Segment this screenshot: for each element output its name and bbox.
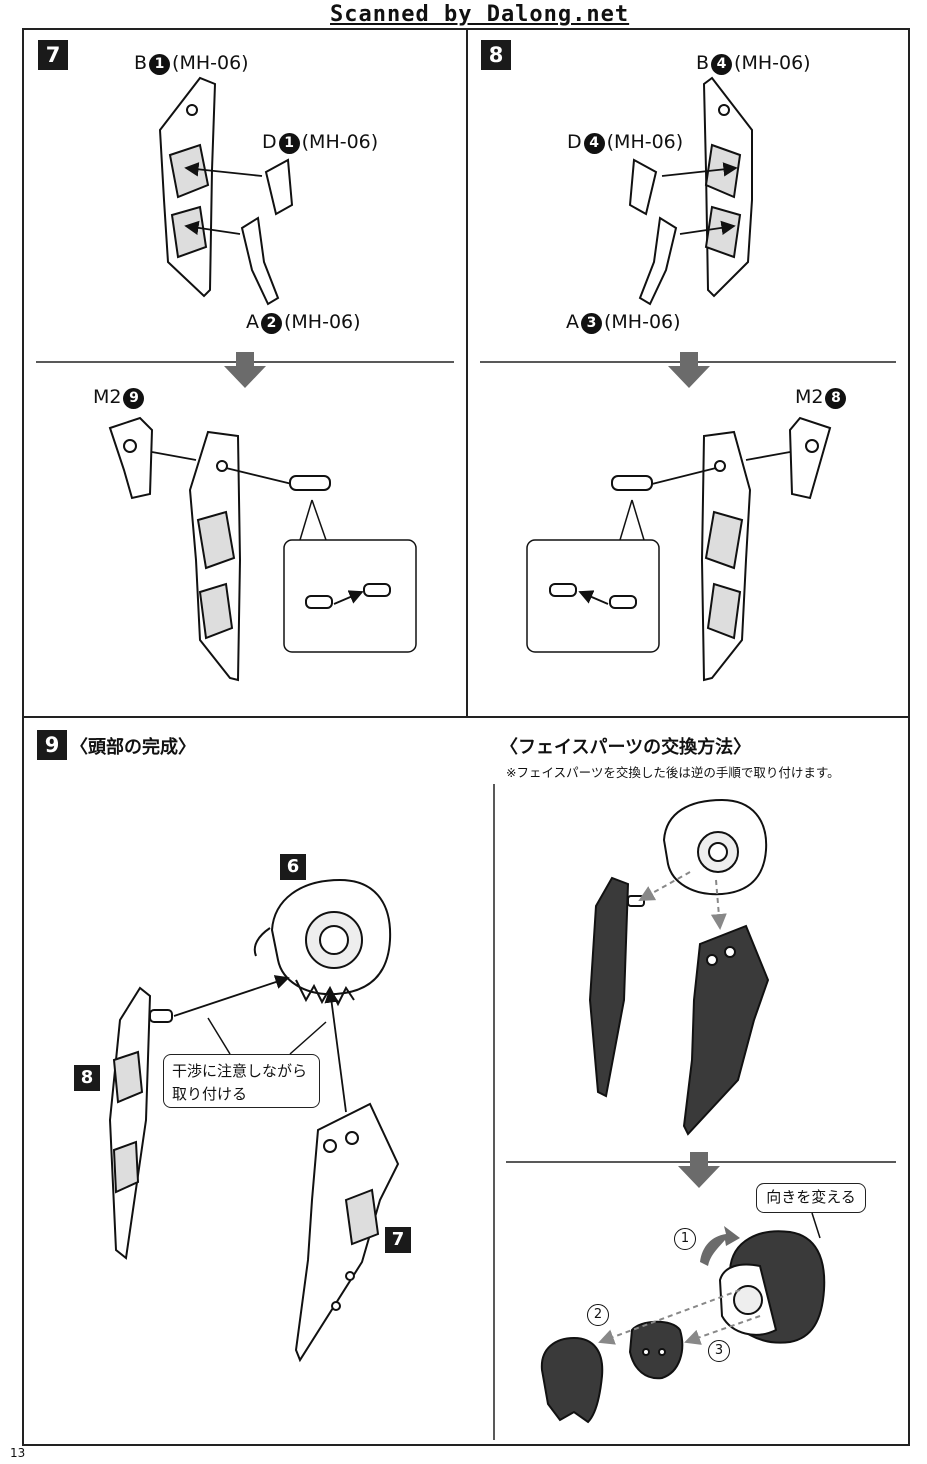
face-left-blade (588, 876, 645, 1098)
step7-part-a (240, 216, 280, 306)
step9-arrow-to-head-2 (324, 988, 347, 1113)
step9-part-8-blade (108, 986, 173, 1260)
step9-arrow-to-head-1 (173, 975, 290, 1017)
face-arrow-hair (598, 1289, 741, 1345)
face-step-2: 2 (587, 1304, 609, 1326)
step7-down-arrow-icon (224, 352, 266, 388)
step8-detail-pointer (619, 499, 633, 541)
face-exchange-note: ※フェイスパーツを交換した後は逆の手順で取り付けます。 (506, 765, 840, 780)
lower-panel (22, 716, 910, 1446)
step9-part-7-blade (294, 1102, 400, 1363)
step8-detail-box (526, 539, 660, 653)
face-step-1: 1 (674, 1228, 696, 1250)
step8-arrow-m2 (745, 451, 791, 461)
step8-number: 8 (481, 40, 511, 70)
step8-arrow-d (661, 162, 738, 177)
face-down-arrow-icon (678, 1152, 720, 1188)
step8-part-a (638, 216, 678, 306)
step8-detail-z2 (609, 595, 637, 609)
step7-arrow-d (184, 162, 263, 177)
step7-detail-pointer (299, 499, 313, 541)
step9-callout-pointer-2 (289, 1021, 327, 1055)
step8-assembled-blade (700, 430, 752, 682)
step7-detail-box (283, 539, 417, 653)
step8-part-d (628, 158, 658, 216)
face-arrow-face (684, 1315, 761, 1345)
step7-part-b (158, 76, 217, 298)
step8-down-arrow-icon (668, 352, 710, 388)
step7-arrow-m2 (151, 451, 197, 461)
page-number: 13 (10, 1446, 26, 1460)
step7-detail-arrow (333, 590, 364, 605)
face-exchange-title: 〈フェイスパーツの交換方法〉 (500, 737, 752, 758)
face-hair-part (540, 1336, 604, 1424)
step8-pin (611, 475, 653, 491)
step9-ref-6: 6 (280, 854, 306, 880)
step9-ref-8: 8 (74, 1065, 100, 1091)
face-rotate-arrow-icon (700, 1226, 740, 1266)
step7-pin (289, 475, 331, 491)
face-face-part (628, 1320, 684, 1380)
step7-detail-pointer-2 (311, 499, 327, 541)
callout-line-2: 取り付ける (172, 1085, 248, 1103)
step8-detail-pointer-2 (631, 499, 645, 541)
step9-caution-callout: 干渉に注意しながら 取り付ける (163, 1054, 320, 1108)
face-rotated-head (718, 1230, 826, 1344)
step8-part-b (702, 76, 753, 298)
scanner-watermark: Scanned by Dalong.net (330, 2, 630, 27)
face-turn-callout: 向きを変える (756, 1183, 866, 1213)
face-right-blade (682, 924, 770, 1136)
step7-arrow-pin (225, 467, 293, 485)
step7-assembled-blade (188, 430, 242, 682)
step9-ref-7: 7 (385, 1227, 411, 1253)
step7-detail-z2 (305, 595, 333, 609)
face-callout-pointer (811, 1212, 821, 1239)
face-arrow-down (710, 879, 727, 930)
step9-number: 9 (37, 730, 67, 760)
step7-number: 7 (38, 40, 68, 70)
step8-detail-z4 (549, 583, 577, 597)
step8-detail-arrow (578, 590, 609, 605)
face-arrow-left (638, 871, 691, 901)
step8-arrow-a (679, 220, 736, 235)
step7-arrow-a (184, 220, 241, 235)
step9-title: 〈頭部の完成〉 (70, 737, 196, 758)
step7-detail-z4 (363, 583, 391, 597)
step7-part-d (264, 158, 294, 216)
step8-part-m2 (788, 416, 832, 500)
callout-line-1: 干渉に注意しながら (172, 1062, 308, 1080)
step9-callout-pointer-1 (207, 1017, 231, 1055)
step7-part-m2 (108, 416, 154, 500)
face-step-3: 3 (708, 1340, 730, 1362)
step9-head-assembly (253, 878, 392, 1007)
step8-arrow-pin (651, 467, 717, 485)
face-head-assembly (662, 798, 768, 896)
